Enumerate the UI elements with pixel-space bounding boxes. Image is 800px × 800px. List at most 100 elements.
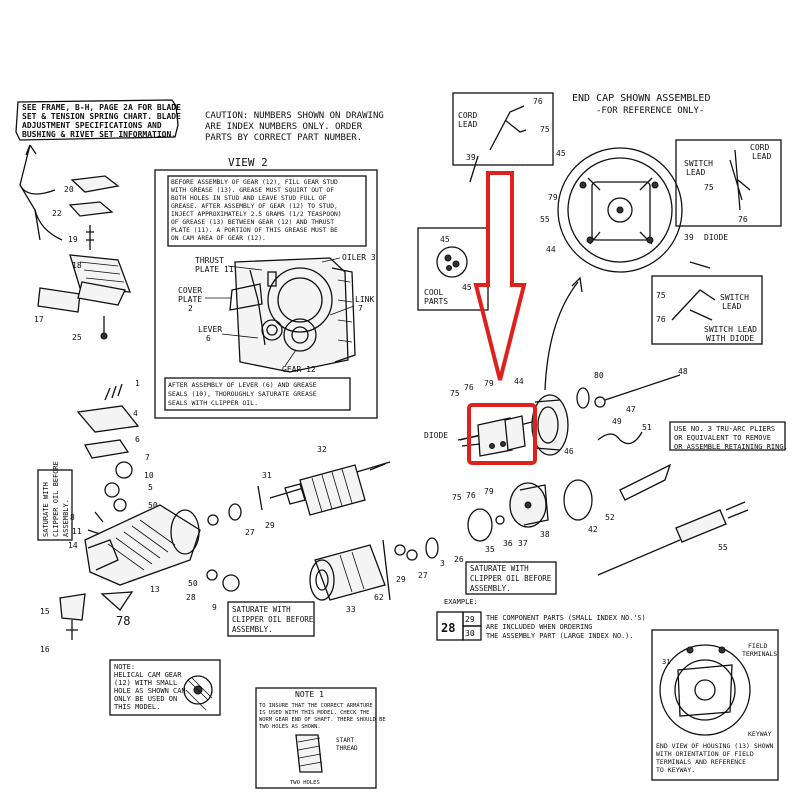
keyway-label: KEYWAY <box>748 730 772 738</box>
caution-line-1: CAUTION: NUMBERS SHOWN ON DRAWING <box>205 111 384 121</box>
callout-76: 76 <box>466 491 476 500</box>
cord-lead-label: CORD <box>750 143 769 152</box>
switch-lead-label: LEAD <box>722 302 741 311</box>
saturate-right-box <box>465 561 557 595</box>
housing-13 <box>84 504 201 586</box>
housing-end-view <box>659 644 751 736</box>
pliers <box>619 463 672 501</box>
callout-27: 27 <box>418 571 428 580</box>
callout-15: 15 <box>40 607 50 616</box>
switch-lead-diode-label: WITH DIODE <box>706 334 754 343</box>
blade-set-parts <box>37 175 131 340</box>
callout-75: 75 <box>450 389 460 398</box>
callout-49: 49 <box>612 417 622 426</box>
callout-13: 13 <box>150 585 160 594</box>
switch-lead-label: SWITCH <box>684 159 713 168</box>
callout-26: 26 <box>454 555 464 564</box>
gear-housing-drawing <box>229 257 356 373</box>
callout-78: 78 <box>116 614 130 628</box>
field-terminals-label: FIELD <box>748 642 768 650</box>
caution-note: CAUTION: NUMBERS SHOWN ON DRAWING ARE IN… <box>205 111 384 143</box>
ring-42 <box>563 479 593 521</box>
helical-note-line: NOTE: <box>114 663 135 671</box>
example-small-bottom: 30 <box>465 629 475 638</box>
callout-27: 27 <box>245 528 255 537</box>
rotated-saturate-line: CLIPPER OIL BEFORE <box>52 461 60 537</box>
lever-label: LEVER <box>198 325 222 334</box>
tru-arc-note-box <box>669 421 786 451</box>
highlight-box <box>467 403 537 465</box>
cover-plate-label: PLATE <box>178 295 202 304</box>
callout-39: 39 <box>684 233 694 242</box>
end-cap-drawing <box>557 147 683 273</box>
callout-29: 29 <box>265 521 275 530</box>
callout-44: 44 <box>514 377 524 386</box>
armature-32 <box>269 461 391 516</box>
cool-parts-label: COOL <box>424 288 443 297</box>
callout-76: 76 <box>464 383 474 392</box>
rotated-saturate-line: SATURATE WITH <box>42 482 50 537</box>
callout-20: 20 <box>64 185 74 194</box>
motor-33 <box>309 544 386 601</box>
top-left-note-line-2: SET & TENSION SPRING CHART. BLADE <box>22 112 181 121</box>
callout-25: 25 <box>72 333 82 342</box>
example-text-line: THE ASSEMBLY PART (LARGE INDEX NO.). <box>486 632 633 640</box>
callout-75: 75 <box>540 125 550 134</box>
saturate-right-line: ASSEMBLY. <box>470 584 511 593</box>
callout-44: 44 <box>546 245 556 254</box>
rotated-saturate-line: ASSEMBLY. <box>62 499 70 537</box>
callout-5: 5 <box>148 483 153 492</box>
callout-76: 76 <box>738 215 748 224</box>
callout-7: 7 <box>145 453 150 462</box>
guard-part <box>59 593 86 621</box>
callout-11: 11 <box>72 527 82 536</box>
switch-lead-diode-box <box>651 275 763 345</box>
callout-31: 31 <box>662 658 670 666</box>
note1-title: NOTE 1 <box>295 690 324 699</box>
callout-75: 75 <box>704 183 714 192</box>
note1-line: TWO HOLES AS SHOWN. <box>259 724 321 730</box>
helical-note-line: HOLE AS SHOWN CAN <box>114 687 186 695</box>
end-cap-46 <box>531 394 569 456</box>
tru-arc-line: USE NO. 3 TRU-ARC PLIERS <box>674 425 775 433</box>
callout-76: 76 <box>533 97 543 106</box>
diode-label: DIODE <box>704 233 728 242</box>
callout-22: 22 <box>52 209 62 218</box>
top-left-note-line-1: SEE FRAME, B-H, PAGE 2A FOR BLADE <box>22 103 181 112</box>
callout-55: 55 <box>540 215 550 224</box>
callout-50: 50 <box>148 501 158 510</box>
switch-cord-lead-box <box>675 139 782 227</box>
helical-gear-drawing <box>183 675 213 711</box>
callout-48: 48 <box>678 367 688 376</box>
saturate-left-line: CLIPPER OIL BEFORE <box>232 615 314 624</box>
callout-47: 47 <box>626 405 636 414</box>
link-label: LINK <box>355 295 374 304</box>
view2-bottom-note-line: SEALS WITH CLIPPER OIL. <box>168 399 258 407</box>
oiler-label: OILER 3 <box>342 253 376 262</box>
callout-10: 10 <box>144 471 154 480</box>
view2-note-line: ON CAM AREA OF GEAR (12). <box>171 235 266 242</box>
top-left-note-line-3: ADJUSTMENT SPECIFICATIONS AND <box>22 121 162 130</box>
callout-38: 38 <box>540 530 550 539</box>
callout-50: 50 <box>188 579 198 588</box>
callout-79: 79 <box>548 193 558 202</box>
top-left-note: SEE FRAME, B-H, PAGE 2A FOR BLADE SET & … <box>15 99 181 141</box>
tru-arc-line: OR ASSEMBLE RETAINING RING. <box>674 443 788 451</box>
highlight-arrow <box>473 171 527 381</box>
callout-36: 36 <box>503 539 513 548</box>
callout-1: 1 <box>135 379 140 388</box>
saturate-left-line: SATURATE WITH <box>232 605 291 614</box>
cord-lead-box-left <box>452 92 554 166</box>
helical-note-line: (12) WITH SMALL <box>114 679 177 687</box>
highlight-annotation <box>467 171 537 465</box>
cool-parts-drawing <box>436 246 468 278</box>
callout-80: 80 <box>594 371 604 380</box>
callout-39: 39 <box>466 153 476 162</box>
view2-bottom-note-box <box>164 377 351 411</box>
callout-51: 51 <box>642 423 652 432</box>
end-cap-subtitle: -FOR REFERENCE ONLY- <box>596 106 704 116</box>
caution-line-3: PARTS BY CORRECT PART NUMBER. <box>205 133 362 143</box>
callout-62: 62 <box>374 593 384 602</box>
cool-parts-label: PARTS <box>424 297 448 306</box>
